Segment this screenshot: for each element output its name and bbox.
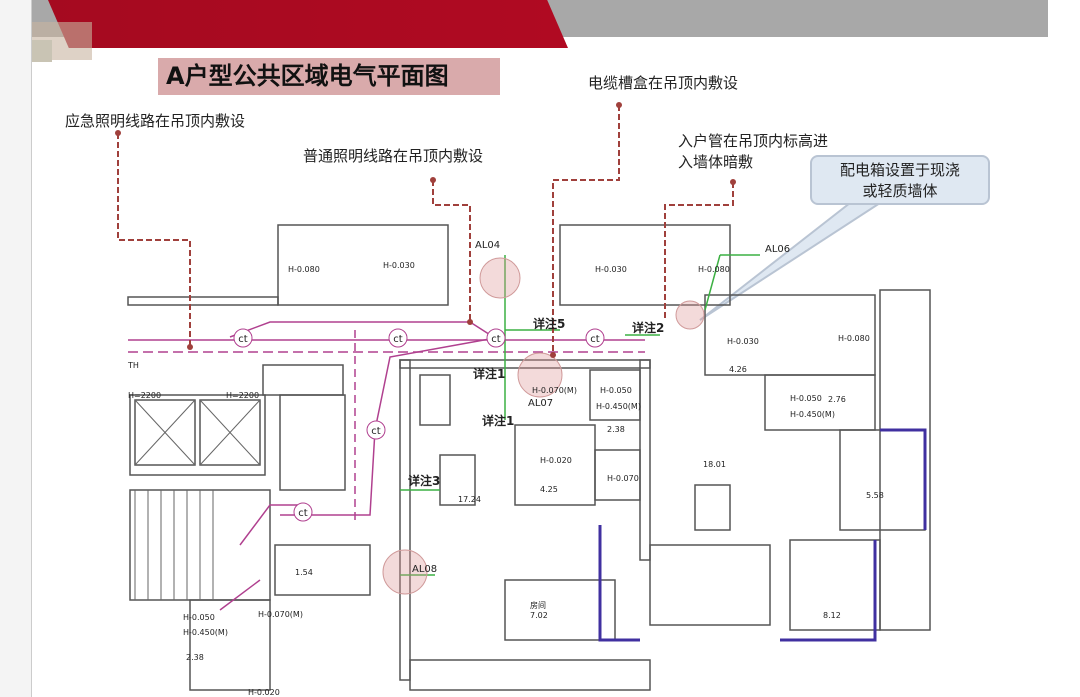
svg-text:ct: ct bbox=[371, 426, 380, 437]
svg-text:房间: 房间 bbox=[530, 600, 546, 610]
svg-text:2.38: 2.38 bbox=[607, 425, 625, 434]
svg-text:H-0.080: H-0.080 bbox=[838, 334, 870, 343]
svg-text:18.01: 18.01 bbox=[703, 460, 726, 469]
svg-text:H-0.050: H-0.050 bbox=[183, 613, 215, 622]
svg-text:ct: ct bbox=[238, 334, 247, 345]
svg-text:H-0.050: H-0.050 bbox=[790, 394, 822, 403]
junction-boxes: ct ct ct ct ct ct bbox=[233, 328, 605, 522]
panel-label: AL08 bbox=[412, 564, 437, 575]
junction-box: ct bbox=[293, 502, 313, 522]
svg-text:H-0.080: H-0.080 bbox=[288, 265, 320, 274]
wiring bbox=[128, 321, 645, 611]
svg-text:5.58: 5.58 bbox=[866, 491, 884, 500]
svg-text:H-0.450(M): H-0.450(M) bbox=[596, 402, 641, 411]
callout-tail bbox=[699, 202, 884, 321]
svg-text:H-0.020: H-0.020 bbox=[540, 456, 572, 465]
normal-lighting-note: 普通照明线路在吊顶内敷设 bbox=[303, 147, 484, 165]
svg-text:ct: ct bbox=[491, 334, 500, 345]
junction-box: ct bbox=[486, 328, 506, 348]
svg-text:ct: ct bbox=[590, 334, 599, 345]
distribution-box-callout: 配电箱设置于现浇 或轻质墙体 bbox=[810, 155, 990, 205]
cable-tray-note: 电缆槽盒在吊顶内敷设 bbox=[588, 74, 739, 92]
panel-highlights bbox=[382, 257, 705, 595]
svg-text:17.24: 17.24 bbox=[458, 495, 481, 504]
svg-text:H-0.020: H-0.020 bbox=[248, 688, 280, 697]
svg-text:H-0.450(M): H-0.450(M) bbox=[790, 410, 835, 419]
svg-text:H=2200: H=2200 bbox=[226, 391, 259, 400]
svg-text:4.26: 4.26 bbox=[729, 365, 747, 374]
annotation-leaders bbox=[117, 105, 734, 355]
panel-label: AL06 bbox=[765, 244, 790, 255]
room-labels: 17.24 18.01 7.02 8.12 5.58 4.26 4.25 2.3… bbox=[127, 361, 884, 662]
svg-text:7.02: 7.02 bbox=[530, 611, 548, 620]
detail-label: 详注1 bbox=[482, 413, 514, 428]
detail-labels: 详注1 详注1 详注2 详注3 详注5 bbox=[408, 316, 664, 488]
svg-text:4.25: 4.25 bbox=[540, 485, 558, 494]
entry-pipe-note-line2: 入墙体暗敷 bbox=[678, 153, 754, 171]
svg-text:ct: ct bbox=[393, 334, 402, 345]
svg-text:TH: TH bbox=[127, 361, 139, 370]
walls bbox=[127, 224, 931, 691]
green-detail-lines bbox=[400, 254, 760, 576]
header-accent-block-small bbox=[32, 40, 52, 62]
svg-text:H-0.070(M): H-0.070(M) bbox=[532, 386, 577, 395]
left-margin bbox=[0, 0, 32, 697]
svg-text:H-0.450(M): H-0.450(M) bbox=[183, 628, 228, 637]
panel-labels: AL04 AL06 AL07 AL08 bbox=[412, 240, 790, 575]
slide-title: A户型公共区域电气平面图 bbox=[158, 58, 500, 95]
svg-text:ct: ct bbox=[298, 508, 307, 519]
svg-text:1.54: 1.54 bbox=[295, 568, 313, 577]
header-red-band bbox=[48, 0, 568, 48]
svg-text:H-0.030: H-0.030 bbox=[595, 265, 627, 274]
svg-text:H-0.030: H-0.030 bbox=[383, 261, 415, 270]
svg-text:H-0.080: H-0.080 bbox=[698, 265, 730, 274]
entry-pipe-note-line1: 入户管在吊顶内标高进 bbox=[678, 132, 829, 150]
svg-text:H-0.050: H-0.050 bbox=[600, 386, 632, 395]
svg-text:H-0.030: H-0.030 bbox=[727, 337, 759, 346]
junction-box: ct bbox=[233, 328, 253, 348]
svg-text:H-0.070: H-0.070 bbox=[607, 474, 639, 483]
detail-label: 详注5 bbox=[533, 316, 565, 331]
svg-text:2.38: 2.38 bbox=[186, 653, 204, 662]
callout-line2: 或轻质墙体 bbox=[862, 182, 938, 200]
svg-text:8.12: 8.12 bbox=[823, 611, 841, 620]
exterior-wall bbox=[598, 428, 927, 642]
emergency-lighting-note: 应急照明线路在吊顶内敷设 bbox=[65, 112, 246, 130]
svg-text:2.76: 2.76 bbox=[828, 395, 846, 404]
elevation-labels: H-0.080 H-0.030 H-0.030 H-0.080 H-0.030 … bbox=[183, 261, 870, 697]
panel-label: AL07 bbox=[528, 398, 553, 409]
junction-box: ct bbox=[585, 328, 605, 348]
detail-label: 详注2 bbox=[632, 320, 664, 335]
junction-box: ct bbox=[366, 420, 386, 440]
detail-label: 详注1 bbox=[473, 366, 505, 381]
svg-text:H=2200: H=2200 bbox=[128, 391, 161, 400]
panel-label: AL04 bbox=[475, 240, 500, 251]
stairs bbox=[134, 399, 261, 600]
svg-text:H-0.070(M): H-0.070(M) bbox=[258, 610, 303, 619]
callout-line1: 配电箱设置于现浇 bbox=[839, 161, 960, 179]
leader-dots bbox=[115, 102, 736, 358]
junction-box: ct bbox=[388, 328, 408, 348]
detail-label: 详注3 bbox=[408, 473, 440, 488]
